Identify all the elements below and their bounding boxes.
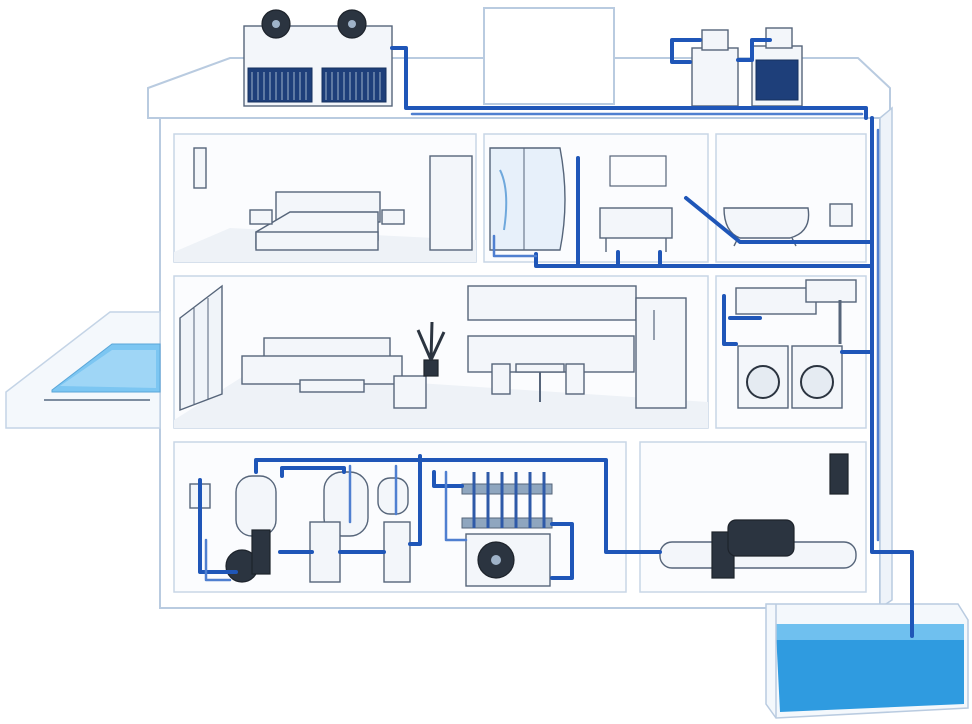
treatment-unit-icon (659, 453, 857, 579)
bathtub-icon (723, 203, 853, 247)
roof-stair-housing (483, 7, 615, 105)
outdoor-unit-icon (465, 533, 551, 587)
manifold-icon (461, 472, 553, 529)
washing-machine-icon (737, 345, 789, 409)
circulation-pump-icon (189, 483, 271, 583)
bed-icon (249, 191, 405, 251)
wardrobe-icon (429, 155, 473, 251)
plant-icon (416, 321, 446, 377)
laundry-shelf-icon (735, 279, 857, 344)
heat-pump-unit-icon (691, 27, 803, 107)
pool-icon (5, 311, 161, 429)
cooling-tower-icon (243, 9, 393, 107)
dryer-icon (791, 345, 843, 409)
pipe-network (198, 38, 914, 638)
building-side (879, 106, 893, 610)
sink-vanity-icon (599, 155, 673, 252)
water-tank-icon (765, 603, 969, 719)
sofa-icon (241, 337, 427, 409)
shower-icon (489, 147, 566, 251)
dining-table-icon (491, 363, 585, 402)
control-box-icon (829, 453, 849, 495)
boiler-tank-icon (235, 471, 409, 537)
glass-door-icon (179, 284, 223, 412)
window-icon (193, 147, 207, 189)
